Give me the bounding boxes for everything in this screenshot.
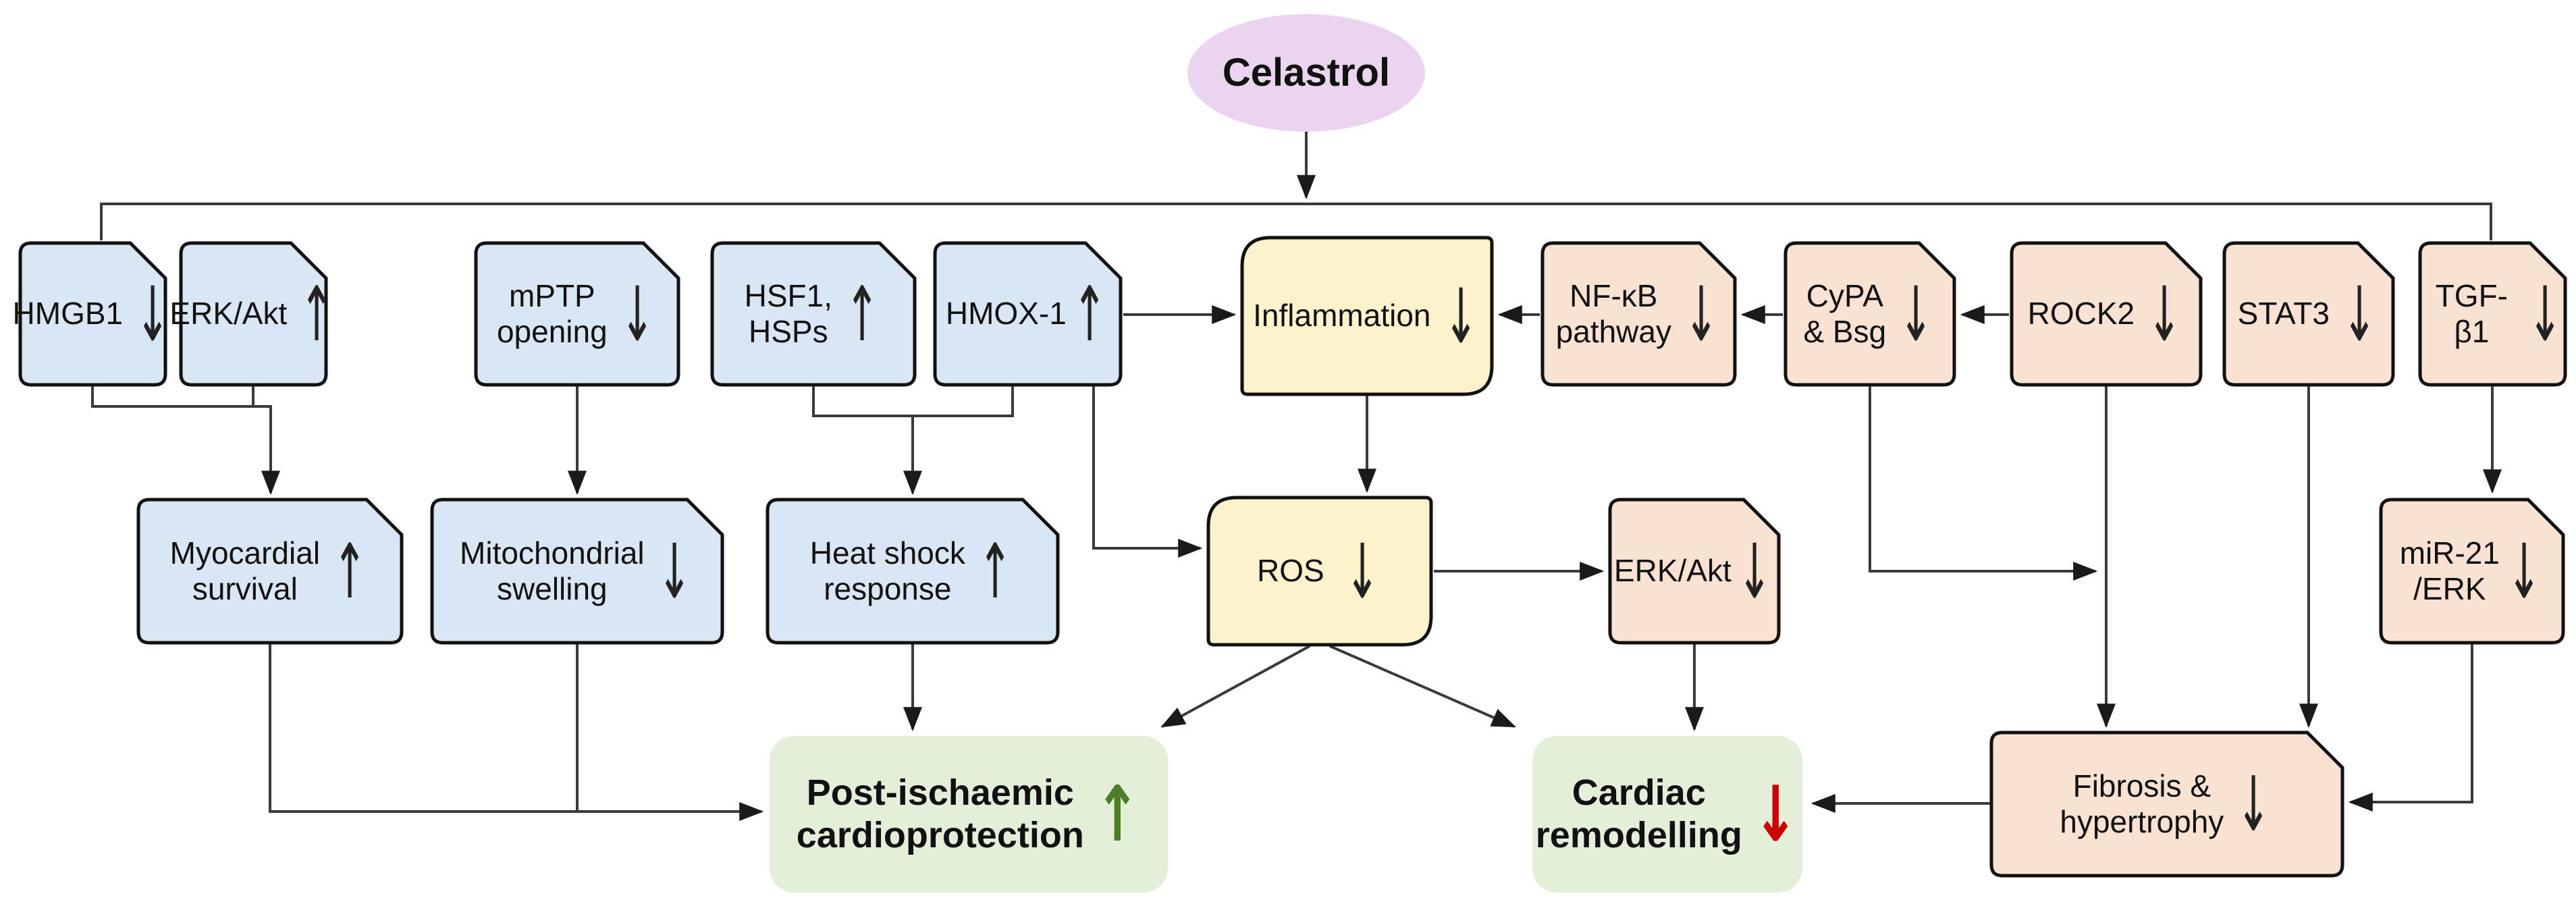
down-arrow-icon: ↓ <box>1737 527 1772 616</box>
down-arrow-icon: ↓ <box>2527 269 2562 359</box>
edge-hmgb1-to-myocardial <box>91 385 280 496</box>
node-label: Inflammation <box>1253 298 1431 334</box>
tgfb1-node-shape <box>2418 241 2567 387</box>
edge-myocardial-to-cardioprotection <box>269 643 764 821</box>
node-erk-akt-downstream: ERK/Akt ↓ <box>1610 500 1779 643</box>
node-mptp: mPTP opening ↓ <box>476 243 678 385</box>
rock2-node-shape <box>2010 241 2203 387</box>
edge-mir21-to-fibrosis <box>2348 643 2473 812</box>
heatshock-node-shape <box>766 498 1060 645</box>
node-label: Cardiac remodelling <box>1535 772 1742 855</box>
node-label: HSF1, HSPs <box>744 277 833 349</box>
stat3-node-shape <box>2222 241 2395 387</box>
node-label: ROCK2 <box>2027 296 2135 331</box>
edge-cypa-to-fibrosis-line <box>1869 385 2098 581</box>
node-hmgb1: HMGB1 ↓ <box>13 243 170 385</box>
up-arrow-icon: ↑ <box>332 527 367 616</box>
node-fibrosis-hypertrophy: Fibrosis & hypertrophy ↓ <box>1991 733 2342 876</box>
node-myocardial-survival: Myocardial survival ↑ <box>138 500 402 643</box>
down-arrow-icon: ↓ <box>620 269 655 359</box>
node-label: TGF-β1 <box>2435 277 2508 349</box>
node-stat3: STAT3 ↓ <box>2224 243 2393 385</box>
inflammation-node-shape <box>1240 236 1494 396</box>
node-erk-akt-upstream: ERK/Akt ↑ <box>169 243 334 385</box>
cypa-node-shape <box>1783 241 1956 387</box>
node-label: mPTP opening <box>496 277 608 349</box>
node-ros: ROS ↓ <box>1208 498 1431 645</box>
fibrosis-node-shape <box>1989 731 2344 878</box>
edge-ros-to-cardioprotection <box>1160 645 1310 728</box>
hmox1-node-shape <box>933 241 1123 387</box>
up-arrow-icon: ↑ <box>844 269 880 359</box>
node-label: ERK/Akt <box>1613 553 1732 589</box>
erk-akt-upstream-node-shape <box>179 241 328 387</box>
node-inflammation: Inflammation ↓ <box>1242 238 1492 394</box>
nfkb-node-shape <box>1540 241 1737 387</box>
node-label: Heat shock response <box>809 535 965 606</box>
down-arrow-icon: ↓ <box>2147 269 2182 359</box>
down-arrow-icon: ↓ <box>2506 527 2542 616</box>
node-label: miR-21 /ERK <box>2399 535 2500 606</box>
node-cypa: CyPA & Bsg ↓ <box>1786 243 1954 385</box>
node-hsf1: HSF1, HSPs ↑ <box>712 243 915 385</box>
erk-akt-downstream-node-shape <box>1608 498 1781 645</box>
up-arrow-icon: ↑ <box>977 527 1013 616</box>
down-arrow-icon: ↓ <box>135 269 170 359</box>
node-label: HMGB1 <box>12 296 124 331</box>
edge-top-rail <box>100 203 2492 240</box>
node-cardiac-remodelling: Cardiac remodelling ↓ <box>1532 736 1802 893</box>
node-label: Fibrosis & hypertrophy <box>2060 768 2224 839</box>
node-label: Myocardial survival <box>169 535 321 606</box>
node-nfkb: NF-κB pathway ↓ <box>1542 243 1735 385</box>
up-arrow-icon: ↑ <box>1094 769 1140 859</box>
node-label: STAT3 <box>2237 296 2330 331</box>
mir21-node-shape <box>2379 498 2565 645</box>
celastrol-node-shape <box>1187 14 1425 132</box>
down-arrow-icon: ↓ <box>1345 527 1380 616</box>
ros-node-shape <box>1206 496 1433 647</box>
mitochondrial-node-shape <box>430 498 724 645</box>
node-label: CyPA & Bsg <box>1803 277 1887 349</box>
cardioprotection-node-shape <box>770 736 1168 893</box>
node-celastrol: Celastrol <box>1187 14 1425 132</box>
hsf1-node-shape <box>710 241 917 387</box>
node-label: ROS <box>1256 553 1324 589</box>
node-mir21-erk: miR-21 /ERK ↓ <box>2381 500 2563 643</box>
up-arrow-icon: ↑ <box>299 269 335 359</box>
node-label: NF-κB pathway <box>1555 277 1671 349</box>
edge-hsf1-hmox1-bracket <box>812 385 1014 417</box>
node-postischaemic-cardioprotection: Post-ischaemic cardioprotection ↑ <box>770 736 1168 893</box>
node-rock2: ROCK2 ↓ <box>2012 243 2201 385</box>
node-label: HMOX-1 <box>945 296 1067 331</box>
down-arrow-icon: ↓ <box>657 527 692 616</box>
node-tgfb1: TGF-β1 ↓ <box>2420 243 2565 385</box>
node-label: Celastrol <box>1222 51 1391 95</box>
node-label: Mitochondrial swelling <box>460 535 645 606</box>
node-hmox1: HMOX-1 ↑ <box>935 243 1121 385</box>
node-mitochondrial-swelling: Mitochondrial swelling ↓ <box>432 500 722 643</box>
down-arrow-icon: ↓ <box>1752 769 1798 859</box>
edge-ros-to-remodelling <box>1329 645 1516 728</box>
down-arrow-icon: ↓ <box>2236 760 2272 849</box>
node-heat-shock-response: Heat shock response ↑ <box>768 500 1058 643</box>
down-arrow-icon: ↓ <box>1684 269 1719 359</box>
node-label: Post-ischaemic cardioprotection <box>796 772 1084 855</box>
up-arrow-icon: ↑ <box>1072 269 1107 359</box>
down-arrow-icon: ↓ <box>1443 271 1478 361</box>
myocardial-node-shape <box>136 498 404 645</box>
hmgb1-node-shape <box>18 241 167 387</box>
node-label: ERK/Akt <box>169 296 288 331</box>
mptp-node-shape <box>474 241 680 387</box>
edge-hmox1-to-ros <box>1092 385 1203 558</box>
remodelling-node-shape <box>1532 736 1802 893</box>
down-arrow-icon: ↓ <box>1898 269 1934 359</box>
down-arrow-icon: ↓ <box>2342 269 2377 359</box>
